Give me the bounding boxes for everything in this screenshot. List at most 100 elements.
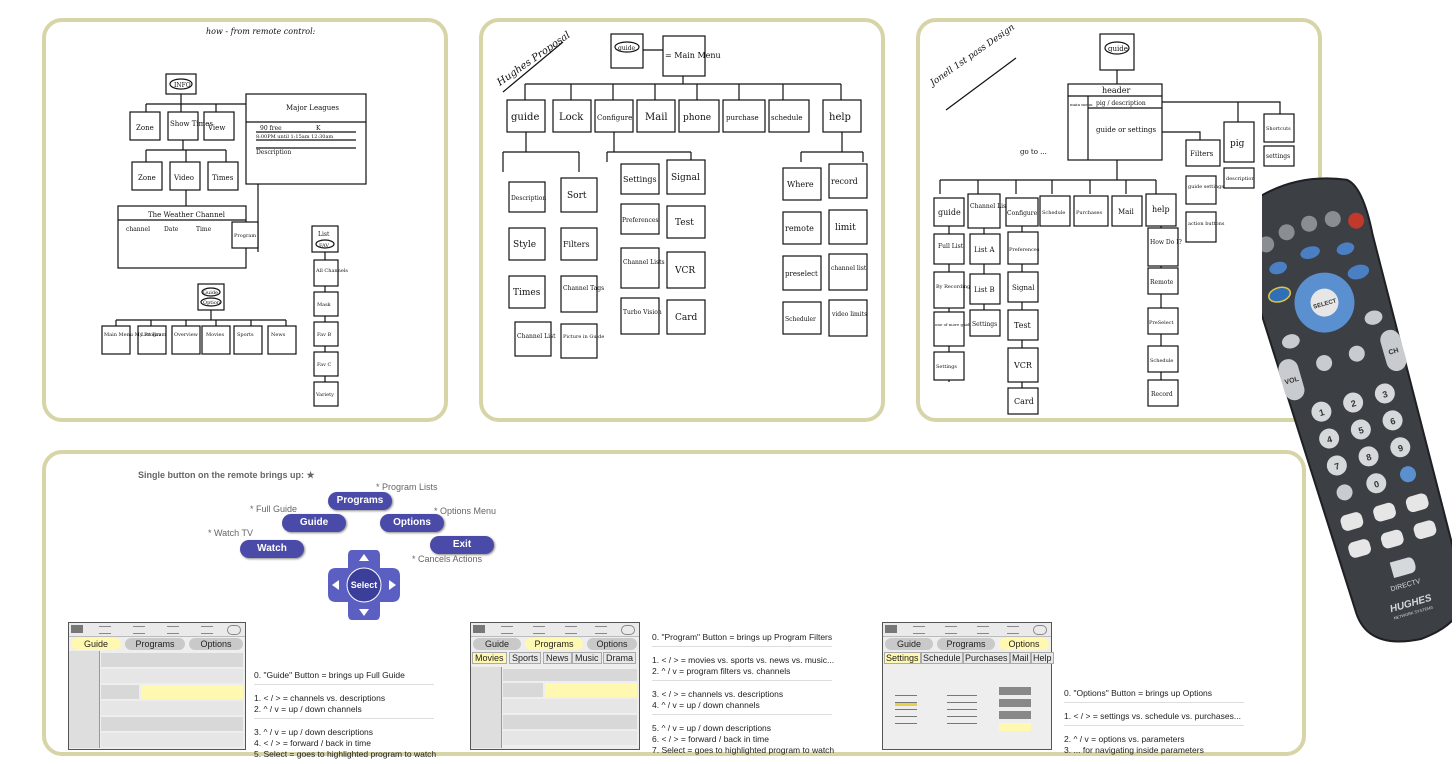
svg-text:Time: Time xyxy=(196,226,212,233)
svg-text:pig: pig xyxy=(1230,139,1245,149)
mock2-subtab-drama[interactable]: Drama xyxy=(603,652,637,664)
svg-text:Remote: Remote xyxy=(1150,279,1174,286)
svg-text:guide: guide xyxy=(1108,45,1128,53)
svg-text:INFO: INFO xyxy=(174,82,191,89)
svg-text:Option: Option xyxy=(203,300,221,306)
mock2-subtab-movies[interactable]: Movies xyxy=(472,652,507,664)
mock2-subtab-news[interactable]: News xyxy=(543,652,572,664)
svg-text:Variety: Variety xyxy=(315,392,334,398)
volume-rocker[interactable] xyxy=(1276,357,1307,403)
svg-text:News: News xyxy=(271,332,286,338)
svg-text:FAV: FAV xyxy=(319,243,329,249)
svg-text:7: 7 xyxy=(1333,461,1341,472)
mock3-tab-guide[interactable]: Guide xyxy=(885,638,933,650)
channel-rocker[interactable] xyxy=(1378,328,1409,374)
svg-text:channel list: channel list xyxy=(831,265,867,272)
mock3-subtab-settings[interactable]: Settings xyxy=(884,652,921,664)
video-node: Video xyxy=(173,174,194,182)
svg-text:How Do I?: How Do I? xyxy=(1150,239,1182,246)
show-times-node: Show Times xyxy=(170,120,213,128)
view-node: View xyxy=(207,124,225,132)
guide-column: Description Style Times Channel List Sor… xyxy=(508,177,604,359)
dpad-left-arrow-icon[interactable] xyxy=(332,580,339,590)
programs-button[interactable]: Programs xyxy=(328,492,392,510)
guide-mockup: Guide Programs Options xyxy=(68,622,246,750)
svg-text:Preferences: Preferences xyxy=(622,217,659,224)
mock2-subtab-music[interactable]: Music xyxy=(572,652,602,664)
help-column: Where remote preselect Scheduler record … xyxy=(782,163,868,337)
svg-text:help: help xyxy=(1152,205,1170,214)
mock1-tab-guide[interactable]: Guide xyxy=(71,638,121,650)
mock3-subtab-purchases[interactable]: Purchases xyxy=(963,652,1010,664)
svg-text:Channel List: Channel List xyxy=(517,333,556,340)
mock2-tab-programs[interactable]: Programs xyxy=(525,638,583,650)
options-button[interactable]: Options xyxy=(380,514,444,532)
mock2-tab-options[interactable]: Options xyxy=(587,638,637,650)
sketch-2-drawing: Hughes Proposal guide = Main Menu guide … xyxy=(495,30,868,359)
power-button[interactable] xyxy=(1346,211,1366,231)
svg-text:5: 5 xyxy=(1357,425,1365,436)
watch-button[interactable]: Watch xyxy=(240,540,304,558)
dpad-up-arrow-icon[interactable] xyxy=(359,554,369,561)
sketch-1-heading: how - from remote control: xyxy=(206,27,316,36)
svg-text:Card: Card xyxy=(1014,397,1034,406)
exit-button[interactable]: Exit xyxy=(430,536,494,554)
svg-text:Turbo Vision: Turbo Vision xyxy=(623,309,662,316)
guide-node: guide xyxy=(511,112,539,123)
mock3-tab-options[interactable]: Options xyxy=(999,638,1049,650)
svg-text:settings: settings xyxy=(1266,153,1290,160)
svg-text:pig / description: pig / description xyxy=(1096,100,1146,107)
svg-text:Configure: Configure xyxy=(1007,210,1038,217)
svg-text:8:00PM until 1:15am 12:30am: 8:00PM until 1:15am 12:30am xyxy=(256,134,333,140)
svg-text:VCR: VCR xyxy=(674,266,695,276)
mock3-subtab-schedule[interactable]: Schedule xyxy=(921,652,963,664)
mock1-tab-options[interactable]: Options xyxy=(189,638,243,650)
sketch-panel-2: Hughes Proposal guide = Main Menu guide … xyxy=(479,18,885,422)
svg-text:Sort: Sort xyxy=(567,191,587,201)
programs-mockup: Guide Programs Options Movies Sports New… xyxy=(470,622,640,750)
svg-text:Style: Style xyxy=(513,240,536,250)
svg-text:Select: Select xyxy=(351,580,378,590)
mock2-highlighted-program[interactable] xyxy=(545,683,637,697)
svg-text:Sports: Sports xyxy=(237,332,254,338)
options-mockup-notes: 0. "Options" Button = brings up Options … xyxy=(1064,688,1244,756)
dpad-right-arrow-icon[interactable] xyxy=(389,580,396,590)
mock2-subtab-sports[interactable]: Sports xyxy=(509,652,542,664)
svg-text:guide settings: guide settings xyxy=(1188,184,1224,190)
note-options-menu: * Options Menu xyxy=(434,506,497,516)
note-full-guide: * Full Guide xyxy=(250,504,298,514)
svg-text:Mail: Mail xyxy=(1118,208,1135,216)
svg-text:Schedule: Schedule xyxy=(1042,210,1065,216)
channel-column-3: List A List B Settings xyxy=(969,233,1001,337)
header-node: header xyxy=(1102,86,1131,95)
highlighted-program[interactable] xyxy=(141,685,243,699)
number-keypad[interactable]: 1 2 3 4 5 6 7 8 9 0 xyxy=(1309,381,1420,505)
mock3-subtab-help[interactable]: Help xyxy=(1031,652,1054,664)
programs-mockup-notes: 0. "Program" Button = brings up Program … xyxy=(652,632,835,755)
svg-text:Preferences: Preferences xyxy=(1009,247,1040,253)
svg-text:Shortcuts: Shortcuts xyxy=(1266,126,1291,132)
transport-buttons[interactable] xyxy=(1339,492,1438,559)
select-button[interactable] xyxy=(346,567,382,603)
remote-select-button[interactable] xyxy=(1307,285,1342,320)
guide-button[interactable]: Guide xyxy=(282,514,346,532)
mock2-tab-guide[interactable]: Guide xyxy=(473,638,521,650)
svg-text:description: description xyxy=(1226,176,1255,182)
help-column-3: How Do I? Remote PreSelect Schedule Reco… xyxy=(1147,227,1182,407)
dpad-down-arrow-icon[interactable] xyxy=(359,609,369,616)
svg-text:90 free: 90 free xyxy=(260,125,282,132)
mock3-subtab-mail[interactable]: Mail xyxy=(1010,652,1031,664)
schedule-node: schedule xyxy=(771,114,803,122)
mock3-tab-programs[interactable]: Programs xyxy=(937,638,995,650)
svg-text:Overview: Overview xyxy=(174,332,199,338)
svg-text:limit: limit xyxy=(835,223,856,233)
svg-text:List B: List B xyxy=(974,286,995,294)
svg-text:Times: Times xyxy=(513,288,541,298)
note-watch-tv: * Watch TV xyxy=(208,528,254,538)
svg-text:Movies: Movies xyxy=(206,332,225,338)
svg-text:guide: guide xyxy=(938,208,961,217)
configure-node: Configure xyxy=(597,114,632,122)
mock1-tab-programs[interactable]: Programs xyxy=(125,638,185,650)
mock3-highlighted-parameter[interactable] xyxy=(999,723,1031,731)
svg-text:action buttons: action buttons xyxy=(1188,221,1225,227)
